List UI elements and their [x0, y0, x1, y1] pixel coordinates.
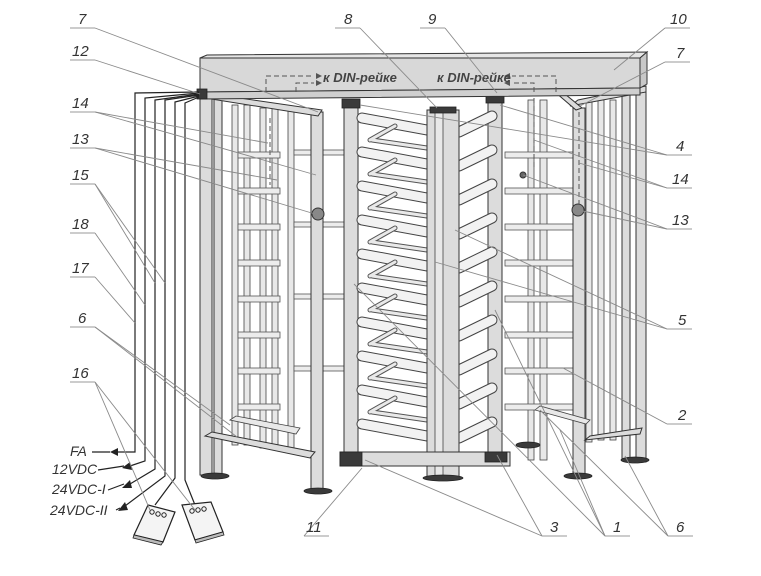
rotor-arm — [454, 179, 497, 205]
rotor-arm-rear — [368, 260, 429, 286]
callout-13-left: 13 — [72, 131, 89, 148]
right-fence-section — [504, 82, 650, 480]
rotor-arm-rear — [368, 124, 429, 150]
callout-14-right: 14 — [672, 171, 689, 188]
signal-label-fa: FA — [70, 443, 87, 459]
top-beam: к DIN-рейке к DIN-рейке — [196, 50, 649, 100]
rotor-arm — [454, 417, 497, 443]
callout-numbers: 7 12 14 13 15 18 17 6 16 8 9 10 7 4 14 1… — [72, 11, 689, 536]
cable-bundle — [110, 91, 200, 511]
signal-label-24vdc-ii: 24VDC-II — [49, 502, 108, 518]
callout-2: 2 — [677, 407, 687, 424]
rotor-arm — [454, 349, 497, 375]
rotor-arm — [357, 419, 432, 441]
rotor-arm — [454, 281, 497, 307]
callout-4: 4 — [676, 138, 684, 155]
signal-labels: FA 12VDC 24VDC-I 24VDC-II — [49, 443, 125, 518]
callout-1: 1 — [613, 519, 621, 536]
din-rail-label-right: к DIN-рейке — [437, 70, 511, 85]
rotor-arm-rear — [368, 226, 429, 252]
callout-7-right: 7 — [676, 45, 685, 62]
rotor-arm-rear — [368, 192, 429, 218]
callout-17: 17 — [72, 260, 89, 277]
callout-9: 9 — [428, 11, 437, 28]
callout-18: 18 — [72, 216, 89, 233]
rotor-arm — [454, 145, 497, 171]
leader-lines — [70, 27, 693, 537]
rotor-arm-rear — [368, 328, 429, 354]
callout-12: 12 — [72, 43, 89, 60]
signal-label-24vdc-i: 24VDC-I — [51, 481, 106, 497]
signal-label-12vdc: 12VDC — [52, 461, 98, 477]
callout-16: 16 — [72, 365, 89, 382]
callout-7-left: 7 — [78, 11, 87, 28]
rotor-arm — [454, 315, 497, 341]
din-rail-label-left: к DIN-рейке — [323, 70, 397, 85]
rotor-arm-rear — [368, 362, 429, 388]
callout-6-right: 6 — [676, 519, 685, 536]
remote-control-panel-2 — [181, 501, 225, 544]
callout-10: 10 — [670, 11, 687, 28]
callout-5: 5 — [678, 312, 687, 329]
callout-13-right: 13 — [672, 212, 689, 229]
callout-15: 15 — [72, 167, 89, 184]
rotor-arm — [454, 383, 497, 409]
rotor-assembly — [339, 92, 511, 482]
rotor-arm — [454, 247, 497, 273]
remote-control-panel-1 — [132, 504, 176, 546]
callout-8: 8 — [344, 11, 353, 28]
rotor-arm-rear — [368, 158, 429, 184]
callout-3: 3 — [550, 519, 559, 536]
rotor-arm — [454, 213, 497, 239]
rotor-bars — [356, 110, 498, 444]
callout-11: 11 — [306, 519, 322, 536]
callout-6-left: 6 — [78, 310, 87, 327]
left-fence-section — [199, 93, 345, 495]
callout-14-left: 14 — [72, 95, 89, 112]
rotor-arm-rear — [368, 396, 429, 422]
